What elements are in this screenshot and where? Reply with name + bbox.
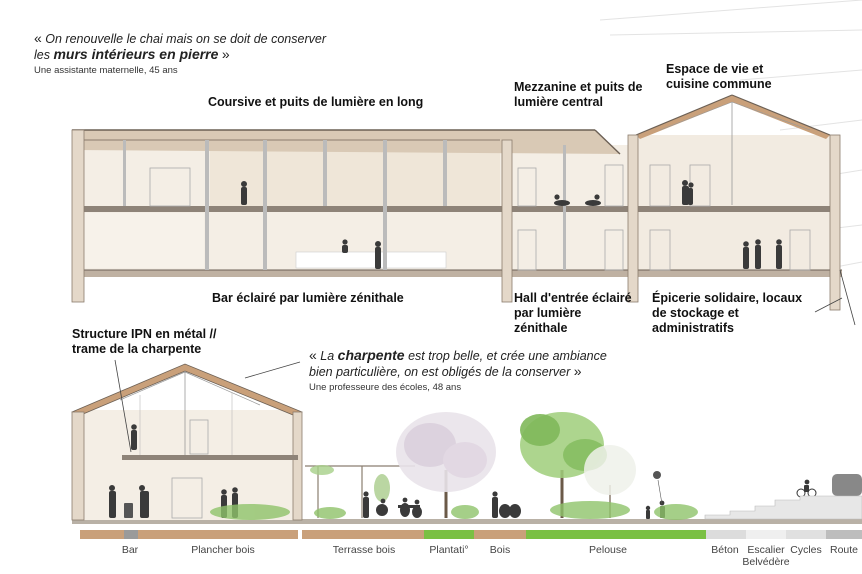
quote-top-line2: les murs intérieurs en pierre » xyxy=(34,47,334,63)
quote-bottom-pre: La xyxy=(320,349,335,363)
quote-bottom-line1: « La charpente est trop belle, et crée u… xyxy=(309,348,609,364)
leader-lines xyxy=(114,269,856,453)
label-hall: Hall d'entrée éclairé par lumière zénith… xyxy=(514,291,632,335)
quote-top-pre: les xyxy=(34,48,50,62)
ground-label-plantation: Plantati° xyxy=(429,544,469,556)
ground-label-pelouse: Pelouse xyxy=(589,544,627,556)
quote-top-bold: murs intérieurs en pierre xyxy=(53,46,219,62)
quote-top: « On renouvelle le chai mais on se doit … xyxy=(34,31,334,78)
people-upper xyxy=(241,180,782,269)
quote-bottom-author: Une professeure des écoles, 48 ans xyxy=(309,382,462,393)
label-espace: Espace de vie et cuisine commune xyxy=(666,62,772,91)
quote-close-mark-2: » xyxy=(573,363,582,379)
ground-label-terrasse: Terrasse bois xyxy=(332,544,396,556)
quote-top-text1: On renouvelle le chai mais on se doit de… xyxy=(45,32,326,46)
quote-open-mark-2: « xyxy=(309,347,317,363)
quote-bottom-text1: est trop belle, et crée une ambiance xyxy=(408,349,607,363)
label-epicerie: Épicerie solidaire, locaux de stockage e… xyxy=(652,291,803,335)
label-bar: Bar éclairé par lumière zénithale xyxy=(212,291,404,305)
quote-bottom-line2: bien particulière, on est obligés de la … xyxy=(309,364,609,380)
label-mezzanine: Mezzanine et puits de lumière central xyxy=(514,80,643,109)
ground-label-beton: Béton xyxy=(711,544,739,556)
quote-bottom-bold: charpente xyxy=(337,347,405,363)
label-structure: Structure IPN en métal // trame de la ch… xyxy=(72,327,217,356)
ground-label-bar: Bar xyxy=(121,544,139,556)
label-coursive: Coursive et puits de lumière en long xyxy=(208,95,424,109)
trees xyxy=(396,412,636,518)
ground-label-plancher: Plancher bois xyxy=(191,544,255,556)
quote-bottom-text2: bien particulière, on est obligés de la … xyxy=(309,365,571,379)
quote-open-mark: « xyxy=(34,30,42,46)
ground-label-route: Route xyxy=(829,544,859,556)
people-lower xyxy=(363,471,862,519)
ground-strips xyxy=(80,530,862,539)
lower-section xyxy=(71,363,862,539)
ground-label-cycles: Cycles xyxy=(790,544,822,556)
quote-top-author: Une assistante maternelle, 45 ans xyxy=(34,65,178,76)
ground-label-bois: Bois xyxy=(489,544,511,556)
quote-bottom: « La charpente est trop belle, et crée u… xyxy=(309,348,609,395)
upper-section xyxy=(71,94,842,311)
quote-close-mark: » xyxy=(221,46,230,62)
quote-top-line1: « On renouvelle le chai mais on se doit … xyxy=(34,31,334,47)
ground-label-escalier: Escalier Belvédère xyxy=(742,544,790,568)
